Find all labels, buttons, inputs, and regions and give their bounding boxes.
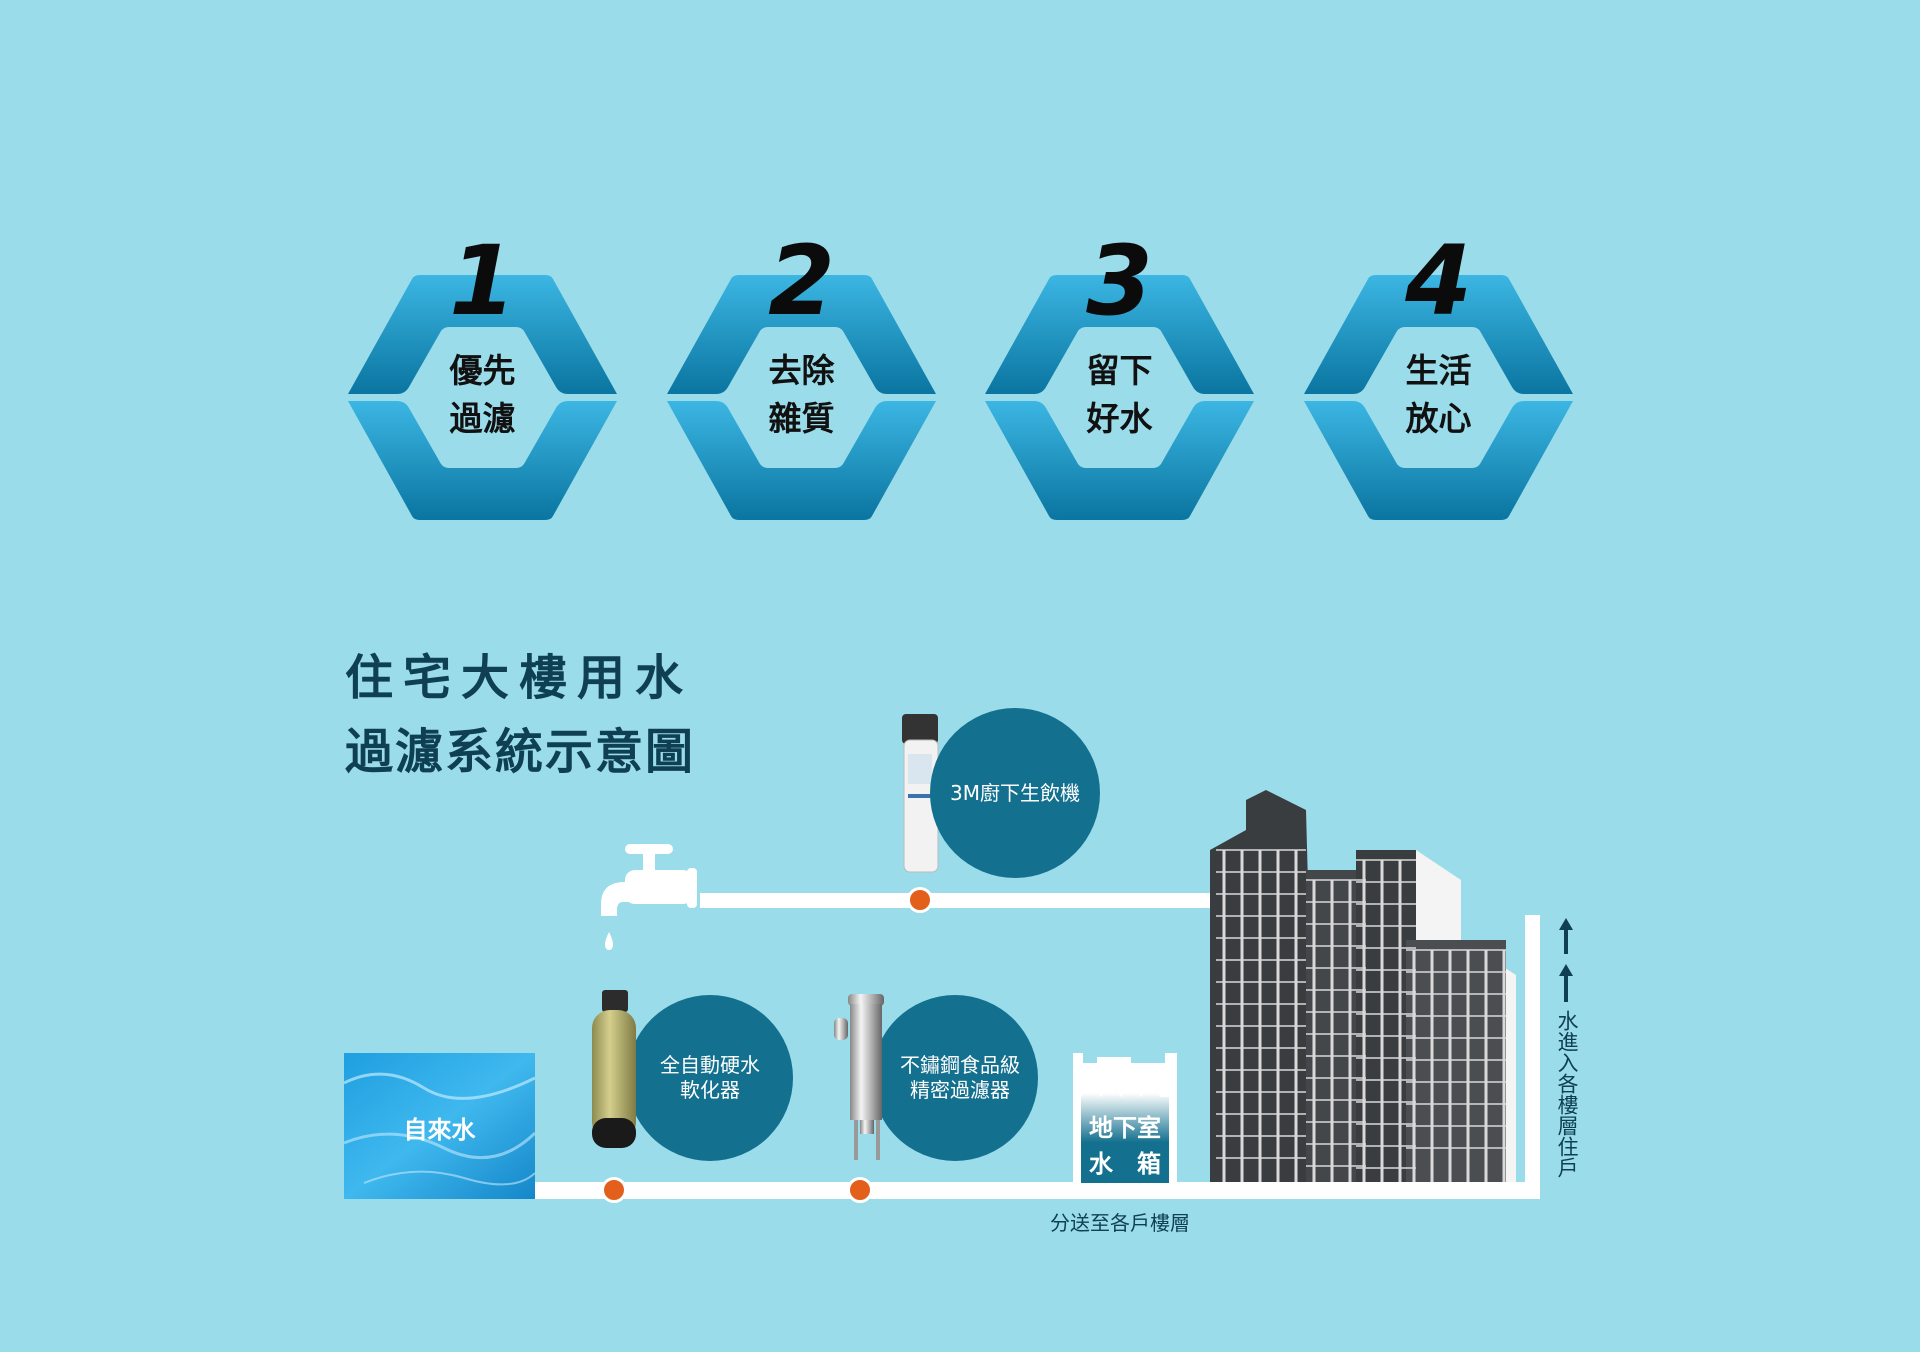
stainless-filter-label-line1: 不鏽鋼食品級 — [900, 1053, 1020, 1077]
softener-label-line2: 軟化器 — [680, 1078, 740, 1102]
step-number: 4 — [1405, 225, 1472, 337]
distribution-label: 分送至各戶樓層 — [1050, 1211, 1190, 1235]
step-label: 好水 — [1086, 399, 1153, 438]
step-label: 留下 — [1086, 351, 1153, 390]
step-number: 2 — [768, 225, 835, 337]
faucet-icon — [601, 844, 697, 950]
basement-tank-icon — [1073, 1053, 1177, 1187]
junction-dot — [601, 1177, 627, 1203]
diagram-title-line1: 住宅大樓用水 — [345, 650, 694, 706]
basement-tank-label-line1: 地下室 — [1089, 1114, 1161, 1142]
junction-dot — [847, 1177, 873, 1203]
step-label: 過濾 — [449, 399, 516, 438]
step-label: 生活 — [1405, 351, 1472, 390]
step-number: 3 — [1086, 225, 1153, 337]
step-label: 去除 — [768, 351, 835, 390]
to-residents-label: 水進入各樓層住戶 — [1555, 1010, 1579, 1178]
softener-badge: 全自動硬水 軟化器 — [627, 995, 793, 1161]
diagram-title-line2: 過濾系統示意圖 — [345, 724, 696, 780]
hexagon-icon — [1304, 275, 1573, 520]
up-arrows-icon — [1559, 918, 1573, 1002]
lower-pipe — [535, 1182, 1540, 1199]
junction-dot — [907, 887, 933, 913]
riser-pipe — [1525, 915, 1540, 1199]
upper-pipe — [700, 893, 1212, 908]
stainless-filter-image — [834, 994, 884, 1160]
cartridge-filter-image — [902, 714, 939, 873]
step-label: 放心 — [1405, 399, 1472, 438]
step-label: 雜質 — [768, 399, 835, 438]
softener-label-line1: 全自動硬水 — [660, 1053, 760, 1077]
step-4-hexagon: 4 生活 放心 — [1300, 233, 1577, 520]
under-sink-purifier-badge: 3M廚下生飲機 — [930, 708, 1100, 878]
water-image — [344, 1053, 535, 1199]
tap-water-label: 自來水 — [403, 1116, 476, 1144]
step-label: 優先 — [449, 351, 516, 390]
stainless-filter-badge: 不鏽鋼食品級 精密過濾器 — [872, 995, 1038, 1161]
step-number: 1 — [449, 225, 516, 337]
softener-tank-image — [592, 990, 636, 1148]
apartment-building-image — [1210, 790, 1516, 1182]
hexagon-icon — [985, 275, 1254, 520]
step-1-hexagon: 1 優先 過濾 — [344, 233, 621, 520]
under-sink-purifier-label: 3M廚下生飲機 — [950, 780, 1080, 805]
basement-tank-label: 地下室 水 箱 — [1073, 1110, 1177, 1182]
step-2-hexagon: 2 去除 雜質 — [663, 233, 940, 520]
hexagon-icon — [348, 275, 617, 520]
basement-tank-label-line2: 水 箱 — [1089, 1150, 1161, 1178]
stainless-filter-label-line2: 精密過濾器 — [910, 1078, 1010, 1102]
step-3-hexagon: 3 留下 好水 — [981, 233, 1258, 520]
hexagon-icon — [667, 275, 936, 520]
